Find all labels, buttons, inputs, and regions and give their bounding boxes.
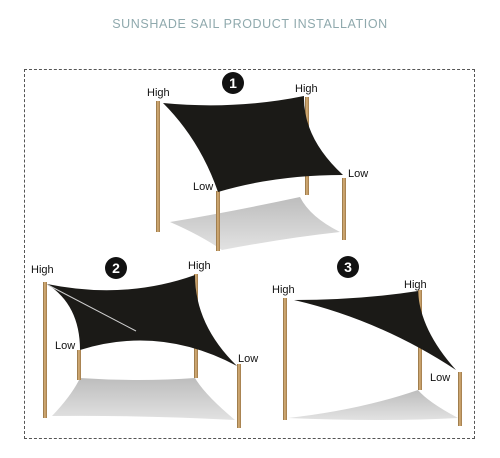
sail-shadow-3 bbox=[288, 390, 458, 420]
label-2-low-left: Low bbox=[55, 340, 75, 352]
label-2-low-right: Low bbox=[238, 353, 258, 365]
label-2-high-left: High bbox=[31, 264, 54, 276]
post-1d bbox=[342, 178, 346, 240]
sail-shadow-2 bbox=[52, 378, 235, 420]
label-1-low-left: Low bbox=[193, 181, 213, 193]
label-3-high-right: High bbox=[404, 279, 427, 291]
badge-2 bbox=[105, 257, 127, 279]
label-3-high-left: High bbox=[272, 284, 295, 296]
post-1c bbox=[216, 191, 220, 251]
post-3c bbox=[458, 372, 462, 426]
label-3-low-right: Low bbox=[430, 372, 450, 384]
badge-3-number: 3 bbox=[344, 259, 352, 275]
diagram-3: 3 High High Low bbox=[272, 256, 462, 426]
badge-2-number: 2 bbox=[112, 260, 120, 276]
diagram-1: 1 High High Low Low bbox=[147, 72, 368, 251]
post-2d bbox=[237, 364, 241, 428]
badge-3 bbox=[337, 256, 359, 278]
sail-3 bbox=[294, 291, 456, 370]
post-2a bbox=[43, 282, 47, 418]
sail-1 bbox=[163, 96, 343, 192]
label-1-low-right: Low bbox=[348, 168, 368, 180]
diagram-2: 2 High High Low Low bbox=[31, 257, 258, 428]
badge-1-number: 1 bbox=[229, 75, 237, 91]
label-1-high-right: High bbox=[295, 83, 318, 95]
sail-2 bbox=[47, 275, 237, 366]
badge-1 bbox=[222, 72, 244, 94]
post-1a bbox=[156, 101, 160, 232]
post-3a bbox=[283, 298, 287, 420]
post-2c bbox=[77, 350, 81, 380]
label-1-high-left: High bbox=[147, 87, 170, 99]
sail-2-edge bbox=[47, 284, 137, 332]
installation-frame bbox=[24, 69, 475, 439]
page-title: SUNSHADE SAIL PRODUCT INSTALLATION bbox=[112, 17, 388, 31]
label-2-high-right: High bbox=[188, 260, 211, 272]
sail-shadow-1 bbox=[170, 197, 340, 250]
